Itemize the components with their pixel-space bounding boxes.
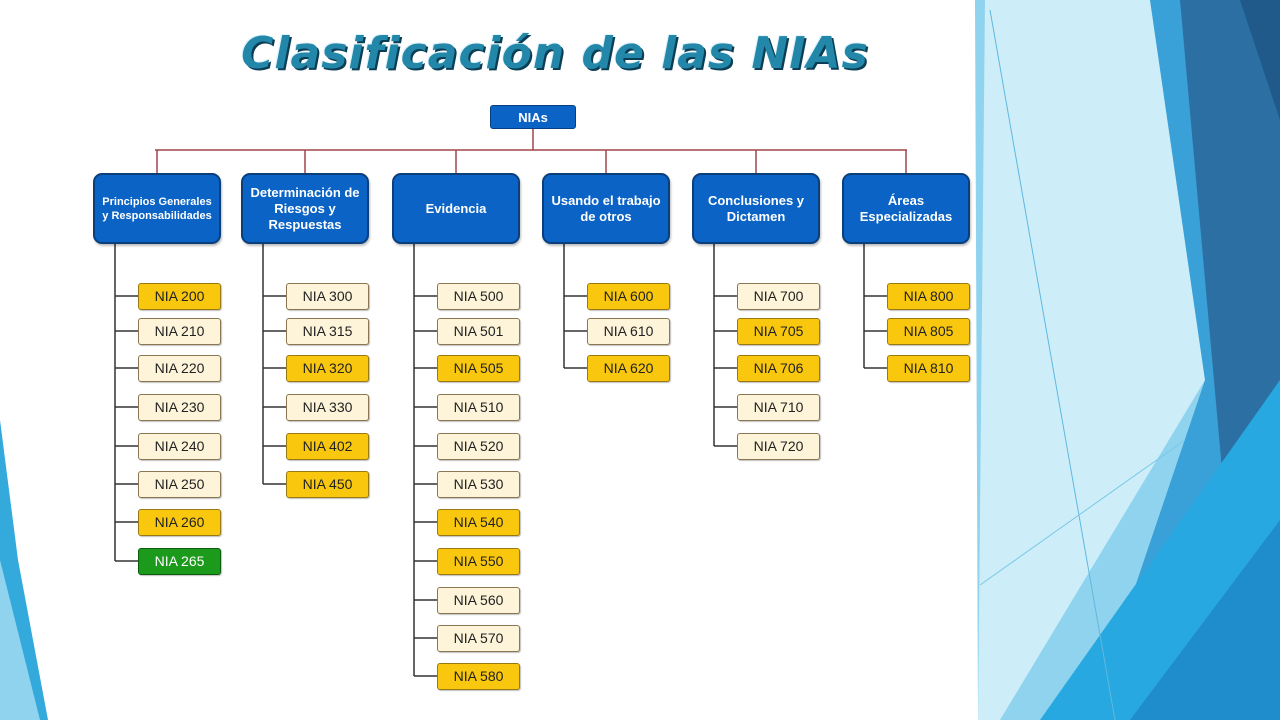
nia-standard-node: NIA 505 (437, 354, 520, 382)
nia-standard-node: NIA 720 (737, 432, 820, 460)
category-node: Áreas Especializadas (842, 173, 970, 244)
right-facet-dark (1180, 0, 1280, 470)
nia-standard-node: NIA 300 (286, 282, 369, 310)
nia-standard-node: NIA 610 (587, 317, 670, 345)
nia-standard-node: NIA 570 (437, 624, 520, 652)
nia-standard-node: NIA 501 (437, 317, 520, 345)
category-node: Usando el trabajo de otros (542, 173, 670, 244)
category-node: Determinación de Riesgos y Respuestas (241, 173, 369, 244)
nia-standard-node: NIA 540 (437, 508, 520, 536)
nia-standard-node: NIA 330 (286, 393, 369, 421)
nia-standard-node: NIA 450 (286, 470, 369, 498)
slide-title: Clasificación de las NIAs (241, 28, 869, 79)
nia-standard-node: NIA 805 (887, 317, 970, 345)
root-node-nias: NIAs (490, 105, 576, 129)
nia-standard-node: NIA 200 (138, 282, 221, 310)
nia-standard-node: NIA 210 (138, 317, 221, 345)
right-thin-line (989, 9, 1116, 720)
nia-standard-node: NIA 810 (887, 354, 970, 382)
nia-standard-node: NIA 220 (138, 354, 221, 382)
right-facet-navy (1240, 0, 1280, 120)
nia-standard-node: NIA 230 (138, 393, 221, 421)
nia-standard-node: NIA 315 (286, 317, 369, 345)
nia-standard-node: NIA 705 (737, 317, 820, 345)
nia-standard-node: NIA 600 (587, 282, 670, 310)
left-facet-light (0, 560, 40, 720)
category-node: Evidencia (392, 173, 520, 244)
right-thin-line-2 (979, 439, 1186, 586)
right-facet-deep (1130, 520, 1280, 720)
nia-standard-node: NIA 580 (437, 662, 520, 690)
nia-standard-node: NIA 510 (437, 393, 520, 421)
nia-standard-node: NIA 530 (437, 470, 520, 498)
category-node: Principios Generales y Responsabilidades (93, 173, 221, 244)
nia-standard-node: NIA 520 (437, 432, 520, 460)
nia-standard-node: NIA 500 (437, 282, 520, 310)
nia-standard-node: NIA 402 (286, 432, 369, 460)
nia-standard-node: NIA 550 (437, 547, 520, 575)
nia-standard-node: NIA 710 (737, 393, 820, 421)
nia-standard-node: NIA 260 (138, 508, 221, 536)
nia-standard-node: NIA 706 (737, 354, 820, 382)
nia-standard-node: NIA 560 (437, 586, 520, 614)
nia-standard-node: NIA 800 (887, 282, 970, 310)
nia-standard-node: NIA 240 (138, 432, 221, 460)
nia-standard-node: NIA 320 (286, 354, 369, 382)
nia-standard-node: NIA 700 (737, 282, 820, 310)
category-node: Conclusiones y Dictamen (692, 173, 820, 244)
nia-standard-node: NIA 265 (138, 547, 221, 575)
nia-standard-node: NIA 620 (587, 354, 670, 382)
right-facet-pale (978, 0, 1205, 720)
nia-standard-node: NIA 250 (138, 470, 221, 498)
